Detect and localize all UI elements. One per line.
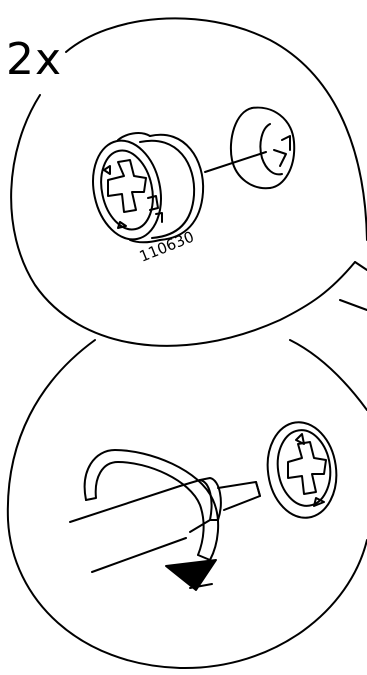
cam-hole-icon	[231, 108, 294, 189]
cam-lock-face-icon	[262, 418, 343, 523]
rotate-arrow-icon	[85, 450, 218, 590]
detail-circle-top	[11, 18, 367, 345]
screwdriver-icon	[70, 478, 260, 588]
part-number: 110630	[137, 228, 197, 266]
